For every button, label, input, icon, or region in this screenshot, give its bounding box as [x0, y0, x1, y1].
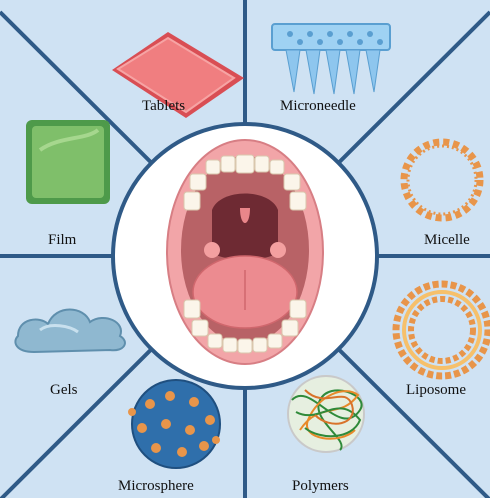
open-mouth-icon [113, 124, 377, 388]
label-microsphere: Microsphere [118, 478, 194, 495]
label-gels: Gels [50, 382, 78, 399]
label-liposome: Liposome [406, 382, 466, 399]
label-microneedle: Microneedle [280, 98, 356, 115]
label-polymers: Polymers [292, 478, 349, 495]
label-film: Film [48, 232, 76, 249]
polymer-ball-icon [288, 376, 364, 452]
film-square-icon [26, 120, 110, 204]
label-micelle: Micelle [424, 232, 470, 249]
label-tablets: Tablets [142, 98, 185, 115]
